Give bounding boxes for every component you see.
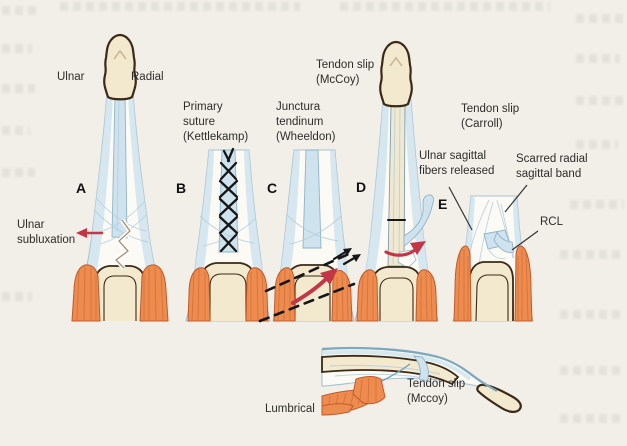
ulnar-subluxation-arrow: [76, 228, 104, 238]
finger-c-illustration: [258, 149, 361, 323]
page-bleed-through: [576, 140, 618, 149]
page-bleed-through: [2, 84, 35, 93]
finger-d-illustration: [354, 40, 439, 322]
pointer-line-ulnar-sagittal: [448, 186, 473, 231]
nail-fold-line: [113, 49, 127, 60]
finger-a-illustration: [71, 33, 169, 322]
page-bleed-through: [576, 14, 624, 23]
label-scarred-radial-band: Scarred radial sagittal band: [516, 153, 588, 181]
subluxation-crack: [113, 218, 133, 270]
label-rcl: RCL: [540, 216, 564, 228]
pip-tendon-strap: [413, 355, 429, 382]
label-lumbrical: Lumbrical: [265, 403, 315, 415]
pointer-line-scarred-radial: [504, 184, 528, 213]
page-bleed-through: [560, 366, 622, 375]
rcl-buckle: [483, 229, 515, 259]
label-junctura-tendinum: Junctura tendinum (Wheeldon): [276, 101, 336, 144]
page-bleed-through: [2, 44, 32, 53]
dashed-incision-lines: [258, 251, 356, 323]
panel-letter-a: A: [76, 180, 87, 196]
page-bleed-through: [2, 292, 32, 301]
finger-b-illustration: [185, 147, 271, 322]
label-ulnar-sagittal-fibers: Ulnar sagittal fibers released: [419, 150, 495, 178]
page-bleed-through: [576, 96, 624, 105]
suture-stitches: [218, 147, 239, 253]
page-bleed-through: [2, 126, 30, 135]
page-bleed-through: [560, 310, 622, 319]
lumbrical-insertion: [352, 376, 386, 405]
panel-letter-d: D: [356, 179, 367, 195]
page-bleed-through: [576, 54, 620, 63]
page-bleed-through: [560, 414, 622, 423]
slip-reroute-arrow: [384, 241, 426, 257]
panel-letter-e: E: [438, 196, 448, 212]
label-tendon-slip-mccoy-side: Tendon slip (Mccoy): [407, 378, 466, 406]
panel-letter-c: C: [267, 180, 278, 196]
pointer-line-rcl: [511, 230, 539, 251]
junctura-attachment-marks: [332, 248, 361, 266]
label-tendon-slip-mccoy: Tendon slip (McCoy): [316, 59, 375, 87]
page-bleed-through: [2, 6, 36, 15]
finger-e-illustration: [448, 184, 539, 322]
panel-letter-b: B: [176, 180, 187, 196]
page-bleed-through: [560, 250, 622, 259]
nail-fold-line: [389, 56, 403, 67]
label-tendon-slip-carroll: Tendon slip (Carroll): [461, 103, 520, 131]
page-bleed-through: [60, 2, 300, 11]
label-radial: Radial: [131, 71, 164, 83]
page-bleed-through: [570, 200, 624, 209]
label-primary-suture: Primary suture (Kettlekamp): [183, 101, 249, 144]
label-ulnar-subluxation: Ulnar subluxation: [17, 219, 76, 247]
lateral-view-illustration: [321, 346, 522, 416]
tendon-slip-curl: [403, 194, 434, 247]
transfer-direction-arrow: [291, 268, 338, 305]
page-bleed-through: [340, 2, 550, 11]
page-bleed-through: [2, 168, 35, 177]
label-ulnar: Ulnar: [57, 71, 85, 83]
